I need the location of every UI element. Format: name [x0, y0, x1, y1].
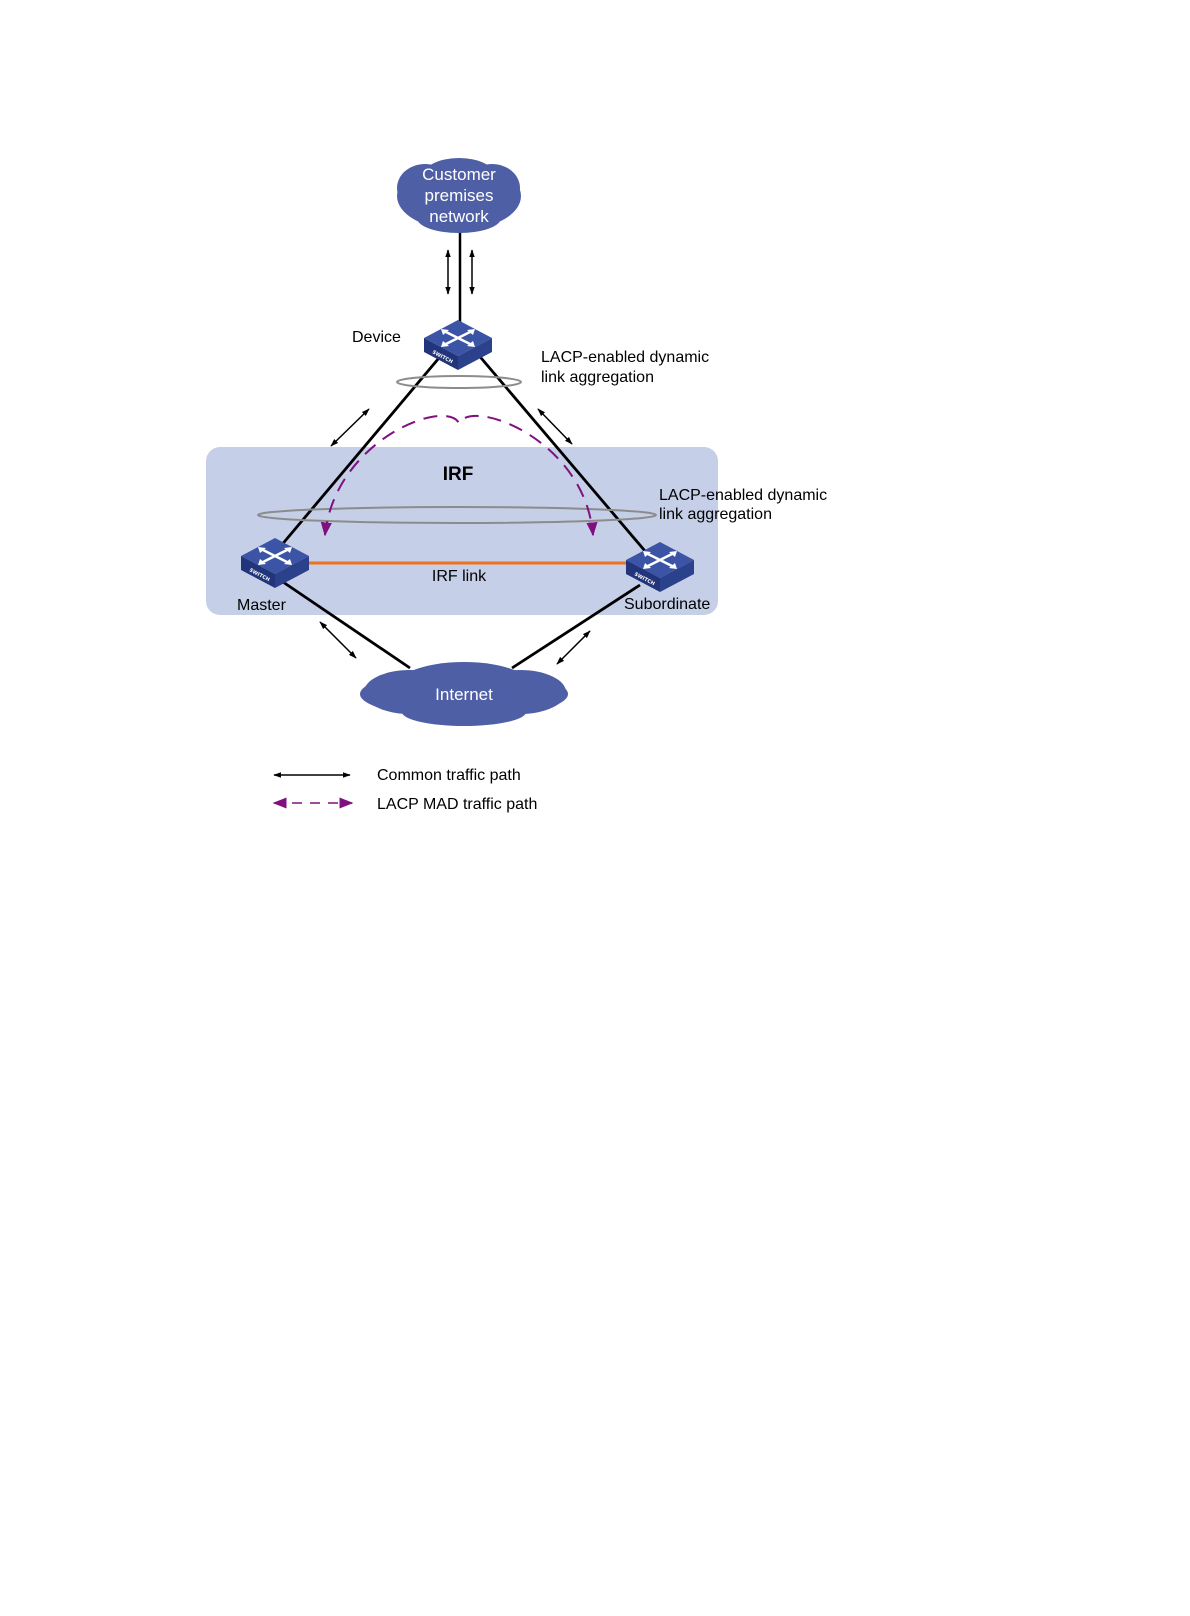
- customer-cloud-line2: premises: [425, 186, 494, 205]
- internet-cloud-label: Internet: [435, 685, 493, 704]
- legend: Common traffic path LACP MAD traffic pat…: [274, 767, 537, 813]
- customer-cloud-line3: network: [429, 207, 489, 226]
- common-traffic-arrow-3: [331, 409, 369, 446]
- aggregation-irf-label-line1: LACP-enabled dynamic: [659, 487, 827, 504]
- aggregation-top-label-line1: LACP-enabled dynamic: [541, 349, 709, 366]
- irf-link-label: IRF link: [432, 568, 487, 585]
- internet-cloud: Internet: [360, 662, 568, 726]
- master-label: Master: [237, 597, 287, 614]
- device-label: Device: [352, 329, 401, 346]
- aggregation-top-label-line2: link aggregation: [541, 369, 654, 386]
- subordinate-label: Subordinate: [624, 596, 710, 613]
- irf-title: IRF: [443, 464, 474, 485]
- customer-cloud-line1: Customer: [422, 165, 496, 184]
- legend-common-label: Common traffic path: [377, 767, 521, 784]
- customer-premises-cloud: Customer premises network: [397, 158, 521, 233]
- legend-lacp-mad-label: LACP MAD traffic path: [377, 796, 537, 813]
- common-traffic-arrow-4: [538, 409, 572, 444]
- aggregation-irf-label-line2: link aggregation: [659, 506, 772, 523]
